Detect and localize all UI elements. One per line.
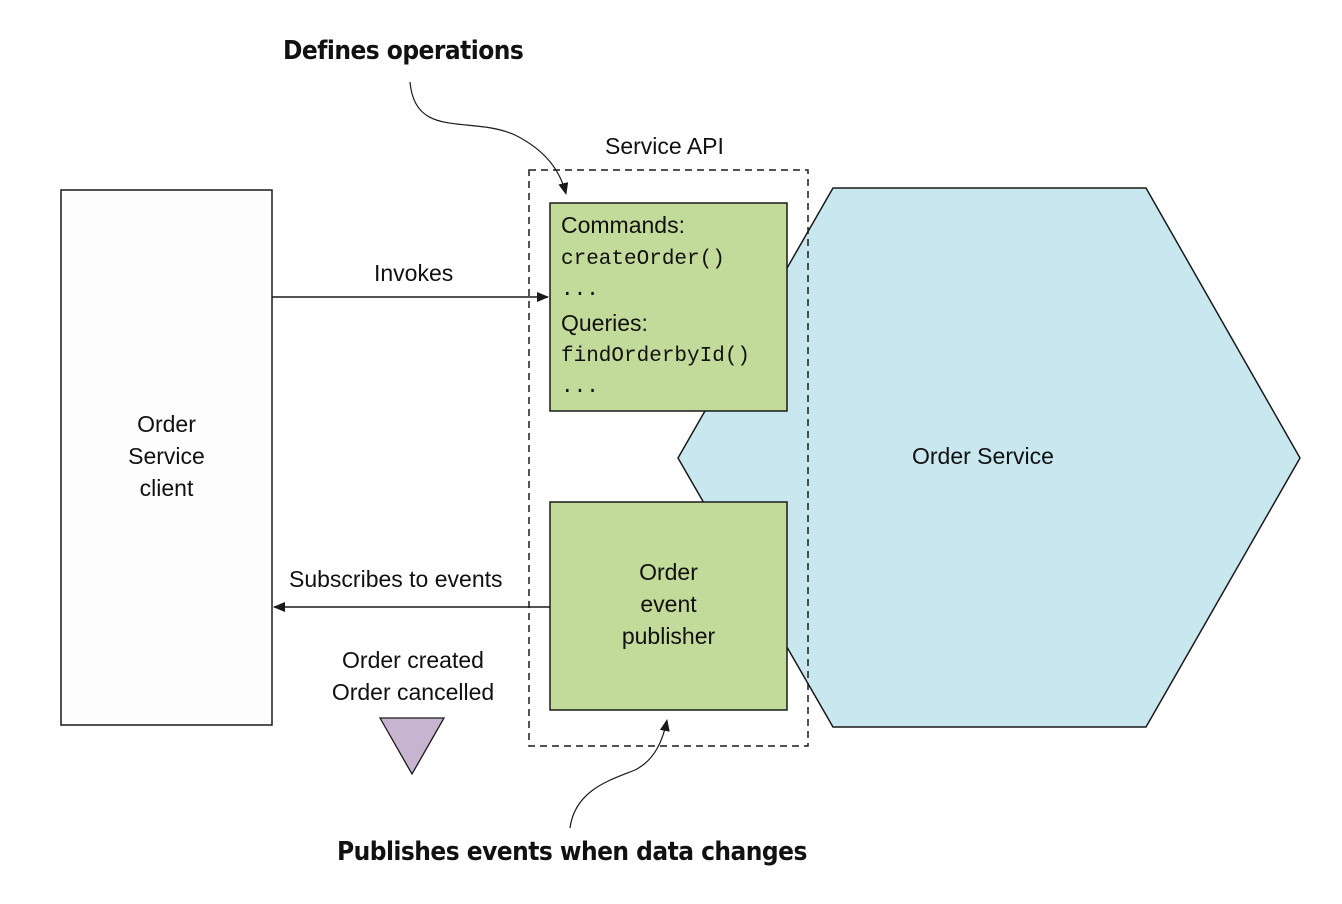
queries-ellipsis: ... (561, 376, 599, 399)
service-api-label: Service API (605, 133, 724, 159)
find-order-query: findOrderbyId() (561, 345, 751, 368)
subscribes-label: Subscribes to events (289, 566, 503, 592)
client-line-3: client (139, 475, 194, 501)
publishes-events-curve (569, 719, 670, 829)
defines-operations-curve (409, 81, 569, 195)
order-service-client-box[interactable] (60, 189, 273, 726)
order-service-hexagon[interactable] (677, 187, 1301, 728)
event-publisher-line-2: event (640, 591, 697, 617)
event-publisher-box[interactable] (549, 501, 788, 711)
order-service-label: Order Service (912, 443, 1054, 469)
order-created-event: Order created (342, 647, 484, 673)
client-line-1: Order (137, 411, 196, 437)
queries-label: Queries: (561, 310, 648, 336)
order-cancelled-event: Order cancelled (331, 679, 495, 705)
client-label: Order Service client (61, 408, 272, 504)
event-publisher-line-3: publisher (621, 623, 716, 649)
commands-label: Commands: (561, 212, 685, 238)
defines-operations-label: Defines operations (283, 36, 524, 66)
event-publisher-line-1: Order (639, 559, 698, 585)
event-marker-icon (378, 717, 446, 776)
client-line-2: Service (128, 443, 205, 469)
create-order-command: createOrder() (561, 248, 725, 271)
operations-box[interactable] (549, 202, 788, 412)
event-list: Order created Order cancelled (308, 644, 518, 708)
event-publisher-label: Order event publisher (550, 556, 787, 652)
publishes-events-label: Publishes events when data changes (337, 837, 807, 867)
service-api-boundary (528, 169, 809, 747)
invokes-label: Invokes (374, 260, 454, 286)
commands-ellipsis: ... (561, 279, 599, 302)
